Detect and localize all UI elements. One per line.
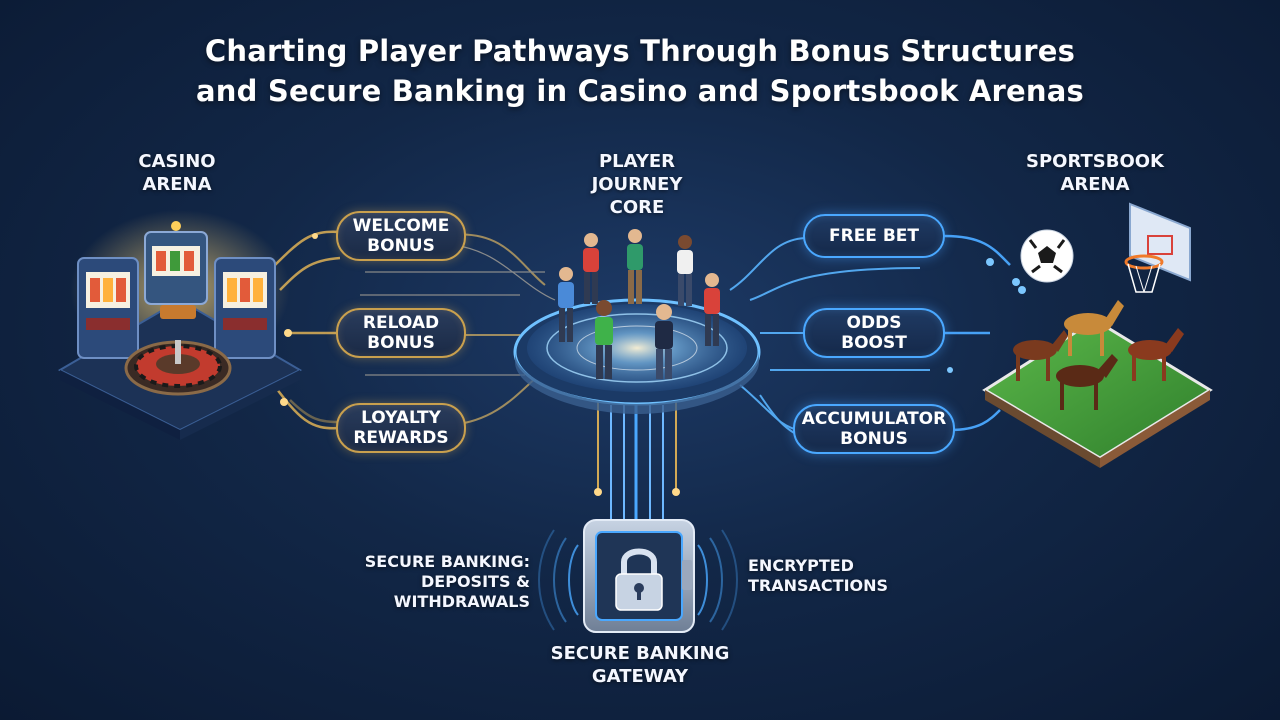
soccer-ball-icon [1020,229,1074,283]
horse-icon [1056,354,1118,410]
casino-to-core-lines [360,233,556,426]
slot-machine-right-icon [214,257,276,359]
secure-safe-icon [583,519,695,633]
player-figure-icon [583,233,599,304]
horse-icon [1064,300,1124,356]
secure-banking-deposits-withdrawals-label: SECURE BANKING:DEPOSITS &WITHDRAWALS [364,552,530,611]
player-figure-icon [704,273,720,346]
padlock-icon [615,548,663,611]
page-title-line-2: and Secure Banking in Casino and Sportsb… [196,74,1084,108]
player-figure-icon [677,235,693,306]
free-bet-node: FREE BET [803,214,945,258]
sports-connector-dots [947,258,1026,373]
horse-icon [1128,328,1184,381]
player-figure-icon [558,267,574,342]
players-group-icon [558,229,720,379]
casino-connector-dots [280,233,318,406]
sports-connector-lines [944,234,1011,432]
slot-machine-left-icon [77,257,139,359]
horse-icon [1013,330,1068,381]
player-figure-icon [627,229,643,304]
page-title-line-1: Charting Player Pathways Through Bonus S… [204,34,1076,68]
sportsbook-illustration [982,202,1213,468]
banking-connector-lines [597,400,677,540]
slot-machine-center-icon [144,221,208,319]
player-figure-icon [655,304,673,379]
casino-illustration [57,221,303,440]
roulette-wheel-icon [124,340,232,396]
basketball-hoop-icon [1124,202,1191,293]
banking-connector-dots [594,488,680,496]
banking-signal-waves [538,529,738,631]
player-figure-icon [595,300,613,379]
horse-racing-track-icon [982,300,1213,468]
player-journey-platform [513,298,761,414]
